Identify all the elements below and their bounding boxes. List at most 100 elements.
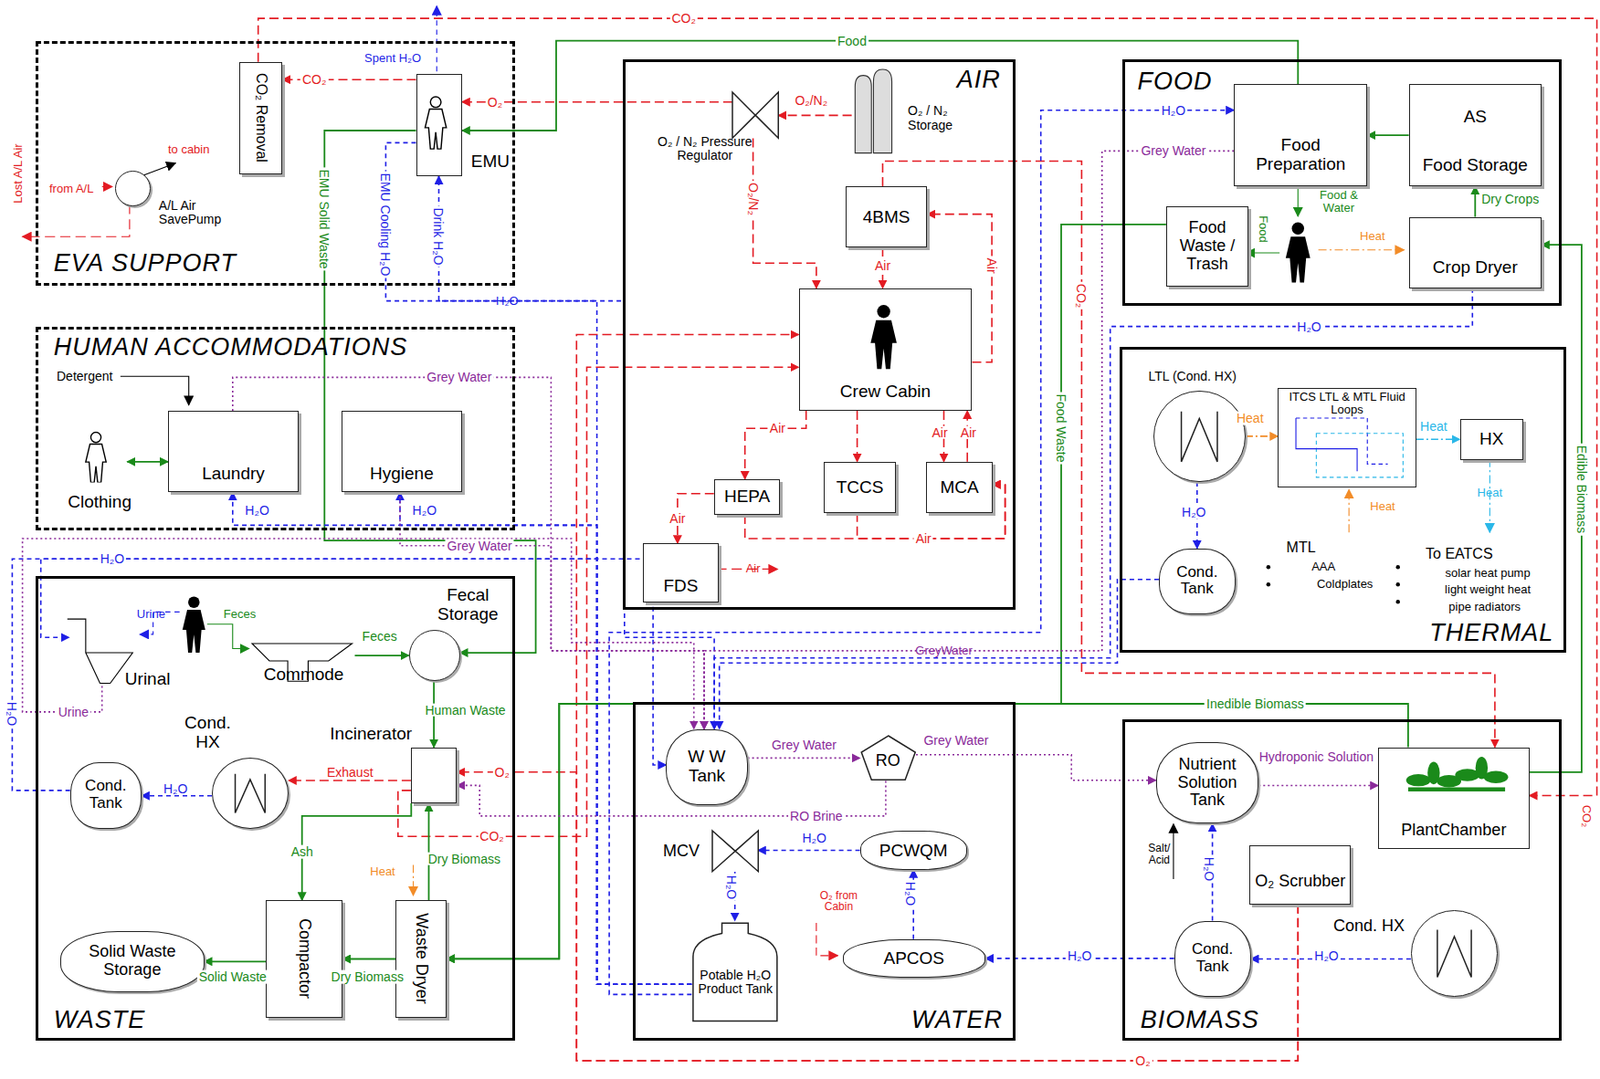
process-box: LTL (Cond. HX) xyxy=(1153,390,1246,484)
process-box: Cond. Tank xyxy=(1158,548,1236,616)
flow-connector xyxy=(11,558,666,791)
flow-label: Exhaust xyxy=(325,765,376,779)
node-label: Cond. HX xyxy=(177,714,239,753)
process-box: TCCS xyxy=(823,462,895,514)
flow-label: Air xyxy=(873,258,893,273)
flow-label: O₂ xyxy=(1133,1054,1152,1069)
annotation: from A/L xyxy=(47,182,95,196)
flow-label: RO Brine xyxy=(788,810,845,824)
flow-connector xyxy=(446,704,1409,959)
flow-connector xyxy=(915,755,1157,781)
flow-label: Grey Water xyxy=(1138,144,1208,158)
flow-label: Solid Waste xyxy=(197,970,269,985)
process-box: APCOS xyxy=(842,939,986,979)
node-label: A/L Air SavePump xyxy=(158,199,236,228)
node-label: Cond. Tank xyxy=(1184,941,1241,976)
flow-label: Food Waste xyxy=(1054,392,1069,465)
process-box: Waste Dryer xyxy=(395,900,447,1018)
node-label: Cond. HX xyxy=(1333,917,1405,937)
flow-connector xyxy=(714,288,1473,730)
annotation: CO₂ xyxy=(1580,803,1594,831)
annotation: O₂ from Cabin xyxy=(809,890,869,914)
flow-label: O₂/N₂ xyxy=(746,180,760,218)
subsystem-title: FOOD xyxy=(1136,68,1212,96)
flow-label: Food xyxy=(835,33,869,48)
node-label: Cond. Tank xyxy=(77,778,134,812)
flow-label: H₂O xyxy=(1312,949,1340,964)
subsystem-title: EVA SUPPORT xyxy=(53,250,237,278)
flow-connector xyxy=(342,958,396,961)
process-box: HEPA xyxy=(714,479,781,516)
annotation: Air xyxy=(744,563,763,577)
annotation: to cabin xyxy=(166,143,212,157)
flow-label: Feces xyxy=(360,630,400,644)
food-crew xyxy=(1245,183,1404,283)
flow-label: H₂O xyxy=(161,781,190,796)
process-box: Clothing xyxy=(65,431,127,493)
flow-connector xyxy=(719,579,1159,730)
flow-label: CO₂ xyxy=(477,830,506,844)
flow-label: H₂O xyxy=(1202,855,1217,884)
flow-connector xyxy=(288,779,411,782)
annotation: solar heat pump xyxy=(1442,567,1532,580)
flow-connector xyxy=(355,654,410,657)
node-label: Clothing xyxy=(67,493,132,513)
node-label: PCWQM xyxy=(879,841,948,861)
flow-label: H₂O xyxy=(98,552,127,567)
annotation: Coldplates xyxy=(1315,578,1375,591)
flow-label: H₂O xyxy=(1065,949,1094,964)
process-box: Incinerator xyxy=(410,747,457,804)
hx-shape xyxy=(1154,391,1245,483)
node-label: LTL (Cond. HX) xyxy=(1147,369,1236,384)
process-box: Urinal xyxy=(69,620,141,687)
flow-label: Heat xyxy=(1234,411,1266,426)
node-label: Crop Dryer xyxy=(1432,258,1518,278)
process-box: PCWQM xyxy=(860,831,968,870)
flow-label: Air xyxy=(667,511,687,526)
process-box: Compactor xyxy=(265,900,343,1018)
subsystem-panel: WATERW W TankROPCWQMMCVPotable H₂O Produ… xyxy=(632,702,1016,1042)
clothing-figure xyxy=(85,432,106,484)
node-label: HX xyxy=(1479,430,1504,450)
node-label: Laundry xyxy=(201,463,265,484)
node-label: CO₂ Removal xyxy=(252,73,270,163)
node-label: RO xyxy=(875,752,901,771)
annotation: To EATCS xyxy=(1423,546,1495,562)
crew-figure xyxy=(870,305,897,369)
flow-label: Edible Biomass xyxy=(1575,443,1590,537)
valve-shape xyxy=(712,831,758,873)
node-label: O₂ / N₂ Storage xyxy=(907,104,979,133)
flow-label: O₂ xyxy=(493,765,512,779)
flow-connector xyxy=(1473,186,1476,218)
flow-connector xyxy=(883,161,1495,748)
process-box: Cond. Tank xyxy=(70,762,142,830)
flow-label: Hydroponic Solution xyxy=(1257,750,1376,765)
node-label: Solid Waste Storage xyxy=(65,944,199,981)
annotation: H₂O xyxy=(494,294,521,308)
flow-connector xyxy=(232,377,705,729)
flow-connector xyxy=(204,960,267,963)
flow-connector xyxy=(324,130,536,653)
flow-label: Grey Water xyxy=(921,734,990,748)
process-box: O₂ / N₂ Storage xyxy=(852,72,898,159)
flow-connector xyxy=(258,18,1598,796)
node-label: Hygiene xyxy=(369,463,434,484)
flow-label: Air xyxy=(930,425,950,440)
plants xyxy=(1406,757,1509,792)
process-box: RO xyxy=(860,735,916,781)
process-box: A/L Air SavePump xyxy=(115,170,151,207)
process-box: ASFood Storage xyxy=(1409,84,1542,187)
flow-label: EMU Solid Waste xyxy=(317,168,332,272)
flow-label: H₂O xyxy=(1179,505,1208,520)
annotation: Heat xyxy=(1368,500,1397,514)
flow-label: H₂O xyxy=(903,880,917,908)
flow-label: H₂O xyxy=(5,700,20,728)
flow-label: CO₂ xyxy=(669,11,697,26)
flow-label: H₂O xyxy=(800,831,828,846)
process-box: Fecal Storage xyxy=(409,630,461,682)
node-label: O₂ Scrubber xyxy=(1254,873,1346,892)
process-box: Crop Dryer xyxy=(1409,217,1542,289)
subsystem-panel: WASTEUrinalCommodeFecal StorageIncinerat… xyxy=(35,576,516,1041)
process-box: ITCS LTL & MTL Fluid Loops xyxy=(1277,388,1417,487)
